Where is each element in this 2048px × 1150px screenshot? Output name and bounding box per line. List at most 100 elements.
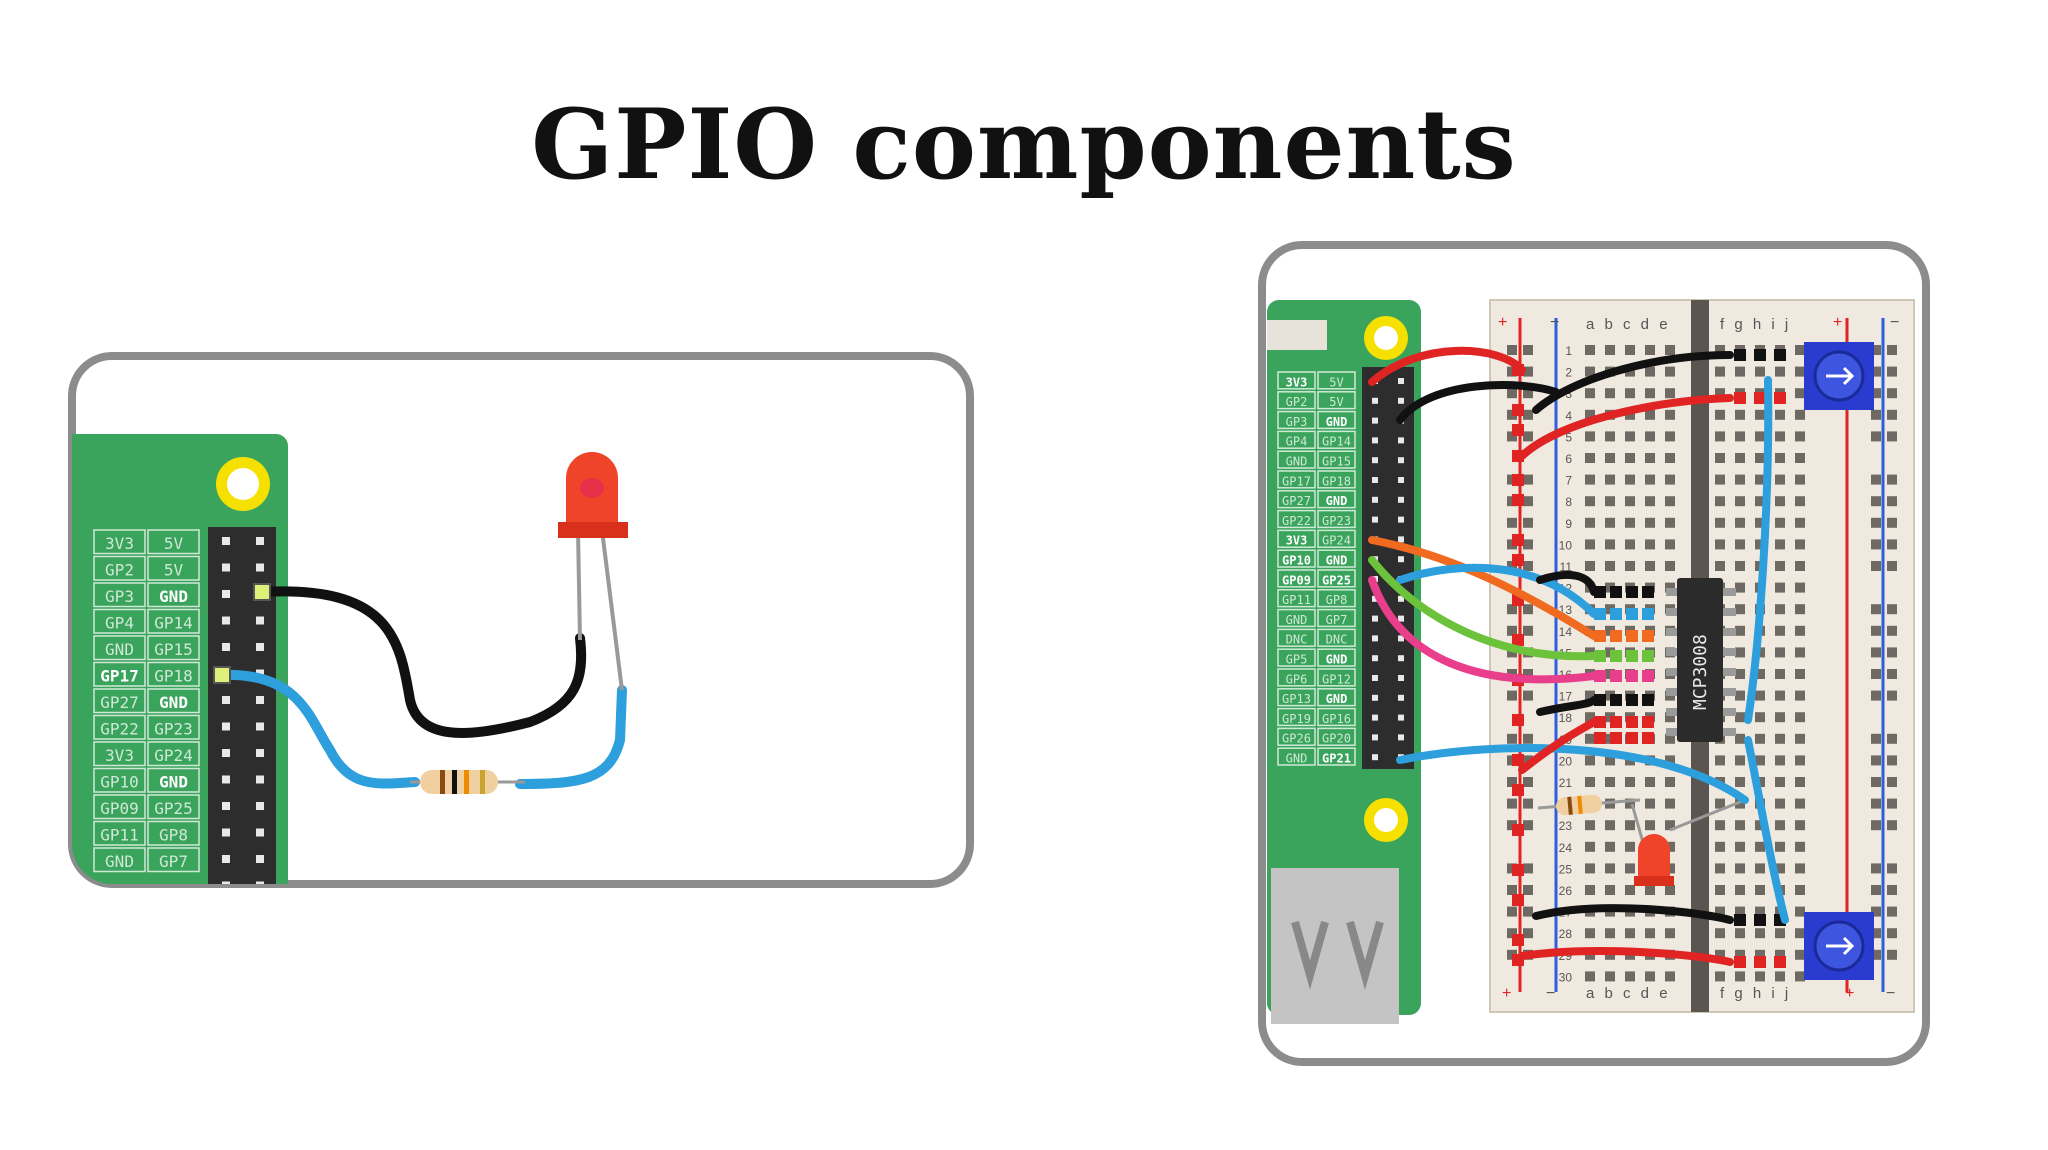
row-number: 11: [1560, 560, 1573, 574]
pin-label: GP25: [154, 799, 193, 818]
header-pin: [256, 802, 264, 810]
row-number: 7: [1565, 474, 1572, 488]
header-pin: [222, 802, 230, 810]
blue-wire: [217, 669, 420, 789]
header-pin: [256, 775, 264, 784]
pin-label: GP8: [1326, 593, 1348, 607]
pin-label: GP16: [1322, 712, 1351, 726]
resistor: [410, 770, 525, 794]
led: [558, 452, 628, 691]
red-wire-rail: [1518, 394, 1734, 460]
rail-plus-bottom-left: +: [1502, 985, 1511, 1002]
breadboard-holes: [1507, 345, 1897, 982]
red-wire-bottom: [1518, 947, 1734, 966]
header-pin: [1398, 437, 1404, 444]
header-pin: [1372, 477, 1378, 483]
header-pin: [1398, 675, 1404, 681]
row-number: 10: [1559, 538, 1573, 552]
pin-label: GP4: [105, 614, 134, 633]
rail-plus-bottom-right: +: [1845, 985, 1854, 1002]
green-wire: [1368, 556, 1598, 661]
pin-label: GP12: [1322, 672, 1351, 686]
header-pin: [1398, 496, 1404, 503]
pin-label: DNC: [1326, 633, 1348, 647]
header-pin: [222, 537, 230, 545]
pin-label: GP17: [1282, 474, 1311, 488]
pin-label: GP14: [154, 614, 193, 633]
pin-label: GP24: [154, 746, 193, 765]
pin-label: GP23: [1322, 514, 1351, 528]
header-pin: [1398, 556, 1404, 563]
pin-label: GP2: [1286, 395, 1308, 409]
rail-minus-top-left: −: [1550, 314, 1559, 331]
cols-abcde-top: a b c d e: [1586, 316, 1671, 333]
pin-label: GND: [1326, 692, 1348, 706]
row-number: 30: [1559, 970, 1573, 984]
header-pin: [222, 828, 230, 837]
header-pin: [1398, 378, 1404, 384]
row-number: 20: [1559, 754, 1573, 768]
pin-label: GND: [1286, 613, 1308, 627]
pin-label: 5V: [1329, 375, 1343, 389]
row-number: 1: [1565, 344, 1572, 358]
pin-label: GP24: [1322, 534, 1351, 548]
pin-label: GP8: [159, 826, 188, 845]
header-pins: [222, 537, 264, 884]
blue-wire-2: [515, 685, 627, 789]
header-pin: [1372, 496, 1378, 503]
row-number: 26: [1559, 884, 1573, 898]
usb-port: [1271, 868, 1399, 1024]
row-number: 8: [1565, 495, 1572, 509]
pin-label: GP3: [105, 587, 134, 606]
row-number: 17: [1559, 690, 1573, 704]
header-pin: [256, 696, 264, 704]
pin-label: GP15: [154, 640, 193, 659]
row-number: 23: [1559, 819, 1573, 833]
pin-label: GP22: [1282, 514, 1311, 528]
row-number: 4: [1565, 409, 1572, 423]
cols-fghij-bottom: f g h i j: [1720, 985, 1791, 1002]
pin-label: GP3: [1286, 415, 1308, 429]
pin-label: GND: [1286, 454, 1308, 468]
pin-label: GP09: [100, 799, 139, 818]
pin-label: GP09: [1282, 573, 1311, 587]
pin-label: 5V: [164, 561, 184, 580]
rail-minus-top-right: −: [1890, 314, 1899, 331]
header-pin: [1398, 516, 1404, 523]
header-pin: [1398, 477, 1404, 483]
row-number: 5: [1565, 430, 1572, 444]
pin-label: GND: [159, 587, 188, 606]
pin-label: 3V3: [1286, 534, 1308, 548]
pin-label: GP26: [1282, 732, 1311, 746]
rail-plus-top-left: +: [1498, 314, 1507, 331]
cols-fghij-top: f g h i j: [1720, 316, 1791, 333]
header-pin: [256, 855, 264, 863]
rail-minus-bottom-left: −: [1546, 985, 1555, 1002]
pin-label: GP11: [1282, 593, 1311, 607]
pin-label: GND: [1326, 494, 1348, 508]
blue-wire-pot-top: [1744, 376, 1773, 724]
header-pin: [1398, 536, 1404, 543]
pin-label: GP23: [154, 720, 193, 739]
header-pin: [222, 643, 230, 651]
header-pin: [256, 616, 264, 625]
row-number: 14: [1559, 625, 1573, 639]
header-pin: [256, 828, 264, 837]
header-pin: [256, 563, 264, 572]
header-pin: [256, 722, 264, 731]
header-pin: [1398, 397, 1404, 404]
row-number: 2: [1565, 366, 1572, 380]
pin-label: 3V3: [105, 746, 134, 765]
header-pin: [222, 563, 230, 572]
pin-label: GND: [1286, 751, 1308, 765]
pin-label: 5V: [164, 534, 184, 553]
header-pin: [256, 643, 264, 651]
header-pin: [1372, 694, 1378, 701]
black-wire-chip-2: [1536, 696, 1598, 716]
header-pin: [256, 749, 264, 757]
header-pin: [1372, 397, 1378, 404]
header-pin: [222, 616, 230, 625]
pin-label: GP20: [1322, 732, 1351, 746]
